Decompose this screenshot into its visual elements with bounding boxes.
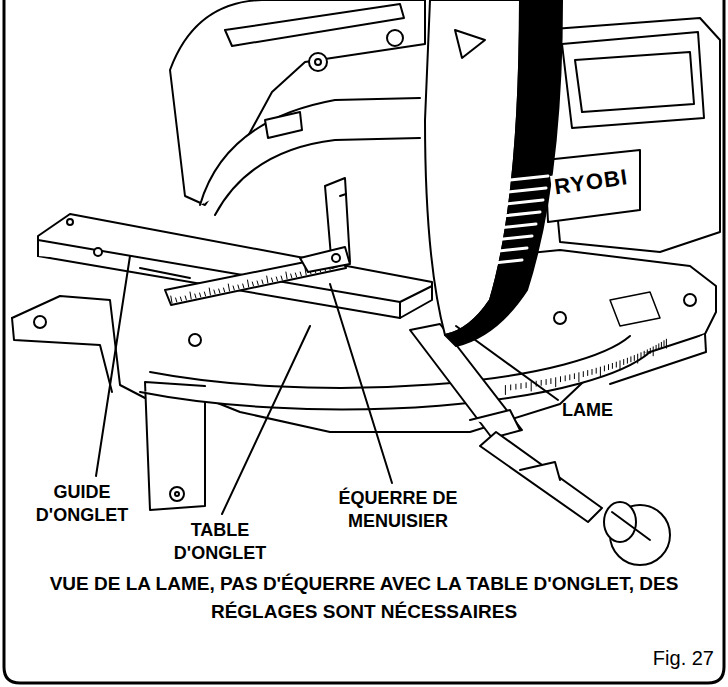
ruler-tick	[233, 286, 234, 290]
scale-tick	[623, 360, 624, 365]
scale-tick	[644, 351, 645, 356]
motor-housing	[540, 18, 720, 252]
scale-tick	[658, 344, 659, 349]
scale-tick	[526, 383, 527, 388]
scale-tick	[569, 375, 570, 380]
scale-tick	[578, 373, 579, 382]
ruler-tick	[291, 274, 292, 278]
ruler-tick	[262, 280, 263, 284]
scale-tick	[565, 376, 566, 381]
leader-line	[96, 256, 130, 476]
leader-lines	[96, 256, 558, 514]
scale-tick	[505, 386, 506, 395]
scale-tick	[641, 353, 642, 358]
ruler-tick	[171, 296, 172, 303]
ruler-tick	[180, 297, 181, 301]
ruler-tick	[200, 293, 201, 297]
scale-tick	[550, 379, 551, 384]
ruler-tick	[219, 289, 220, 293]
ruler-tick	[257, 281, 258, 285]
scale-tick	[541, 380, 542, 385]
ruler-tick	[276, 277, 277, 281]
scale-tick	[600, 367, 601, 376]
scale-tick	[616, 362, 617, 367]
scale-tick	[560, 377, 561, 382]
scale-tick	[653, 347, 654, 356]
figure-caption: VUE DE LA LAME, PAS D'ÉQUERRE AVEC LA TA…	[36, 570, 692, 626]
figure-number: Fig. 27	[600, 646, 714, 670]
ruler-tick	[281, 276, 282, 280]
scale-tick	[596, 368, 597, 373]
ruler-tick	[295, 273, 296, 277]
scale-tick	[604, 366, 605, 371]
ruler-tick	[176, 298, 177, 302]
ruler-tick	[214, 290, 215, 294]
scale-tick	[650, 348, 651, 353]
table-arm	[410, 324, 670, 565]
ruler-tick	[248, 280, 249, 287]
scale-tick	[510, 385, 511, 390]
ruler-tick	[224, 288, 225, 292]
scale-tick	[546, 380, 547, 385]
ruler-tick	[195, 294, 196, 298]
scale-tick	[608, 365, 609, 370]
scale-tick	[666, 339, 667, 348]
part-label: LAME	[562, 399, 652, 422]
miter-fence	[38, 214, 432, 318]
scale-tick	[627, 358, 628, 363]
scale-tick	[664, 341, 665, 346]
leader-line	[456, 326, 558, 400]
miter-scale	[505, 339, 666, 394]
part-label: ÉQUERRE DE MENUISIER	[318, 487, 478, 533]
ruler-tick	[185, 296, 186, 300]
scale-tick	[587, 371, 588, 376]
scale-tick	[612, 363, 613, 368]
scale-tick	[630, 357, 631, 362]
part-label: TABLE D'ONGLET	[156, 519, 284, 565]
scale-tick	[515, 384, 516, 389]
ruler-tick	[267, 276, 268, 283]
ruler-tick	[286, 272, 287, 279]
scale-tick	[634, 356, 635, 361]
leader-line	[330, 284, 392, 483]
scale-tick	[637, 354, 638, 363]
scale-tick	[574, 374, 575, 379]
ruler-tick	[243, 284, 244, 288]
ruler-tick	[238, 285, 239, 289]
ruler-tick	[190, 292, 191, 299]
saw-blade	[425, 0, 562, 346]
scale-tick	[647, 350, 648, 355]
frame-border	[4, 0, 724, 683]
leader-line	[222, 326, 310, 514]
blade-guard	[170, 0, 425, 215]
scale-tick	[555, 378, 556, 387]
scale-tick	[531, 382, 532, 391]
ruler-tick	[272, 278, 273, 282]
scale-tick	[620, 361, 621, 370]
ruler-tick	[300, 272, 301, 276]
scale-tick	[661, 342, 662, 347]
scale-tick	[583, 372, 584, 377]
scale-tick	[592, 369, 593, 374]
ruler-tick	[204, 292, 205, 296]
ruler-tick	[228, 284, 229, 291]
scale-tick	[521, 384, 522, 389]
scale-tick	[656, 345, 657, 350]
carpenters-square	[165, 178, 350, 305]
ruler-tick	[209, 288, 210, 295]
ruler-tick	[252, 282, 253, 286]
part-label: GUIDE D'ONGLET	[18, 481, 146, 527]
